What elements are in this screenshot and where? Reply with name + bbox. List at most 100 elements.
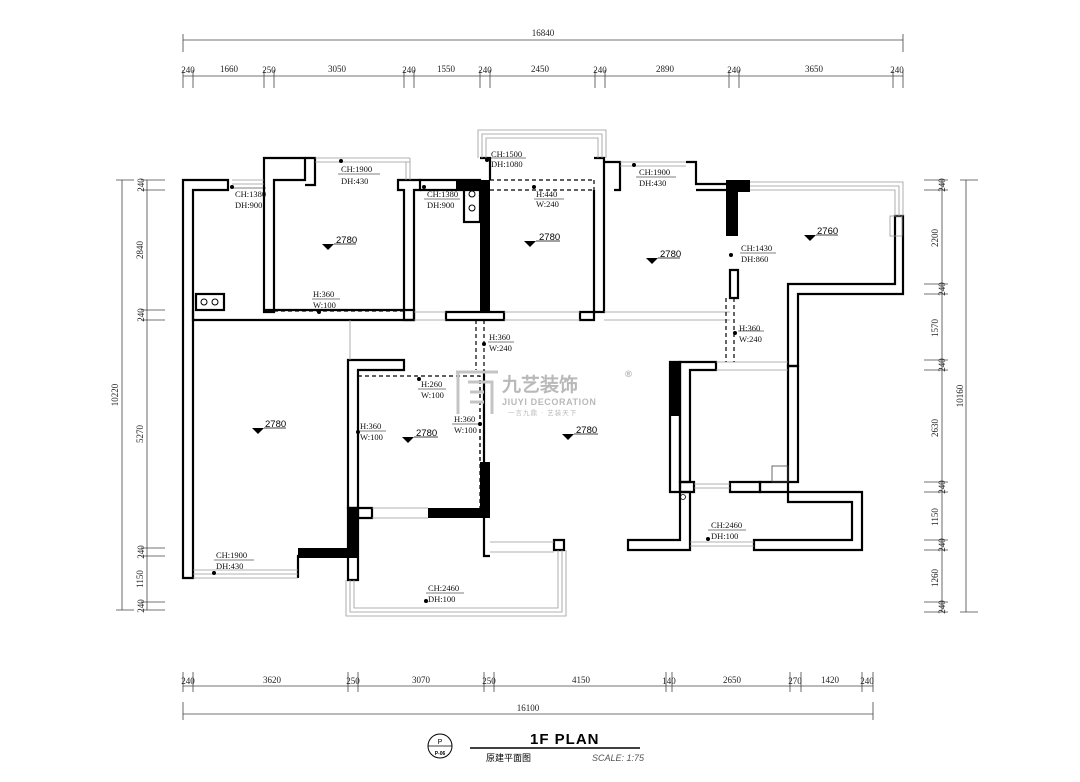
dim-bottom-seg: 140 bbox=[662, 676, 676, 686]
badge-bottom: P-06 bbox=[435, 751, 446, 757]
svg-text:2780: 2780 bbox=[416, 428, 437, 439]
room-height-marker: 2780 bbox=[646, 249, 681, 264]
room-heights: 2780 2780 2780 2760 2780 2780 bbox=[252, 226, 838, 443]
note-beam: H:360 W:240 bbox=[733, 323, 764, 344]
svg-text:DH:860: DH:860 bbox=[741, 254, 768, 264]
svg-text:DH:100: DH:100 bbox=[428, 594, 455, 604]
dim-right-seg: 1150 bbox=[930, 508, 940, 526]
svg-text:DH:100: DH:100 bbox=[711, 531, 738, 541]
room-height-marker: 2780 bbox=[524, 232, 560, 247]
dim-left-seg: 240 bbox=[136, 178, 146, 192]
note-beam: H:440 W:240 bbox=[532, 185, 564, 209]
note-window: CH:1380 DH:900 bbox=[422, 185, 460, 210]
svg-text:CH:1380: CH:1380 bbox=[235, 189, 266, 199]
svg-text:CH:1900: CH:1900 bbox=[216, 550, 247, 560]
svg-text:W:100: W:100 bbox=[360, 432, 383, 442]
dim-right-seg: 240 bbox=[937, 480, 947, 494]
note-window: CH:1380 DH:900 bbox=[230, 185, 266, 210]
logo-chinese-name: 九艺装饰 bbox=[501, 373, 578, 396]
svg-text:W:100: W:100 bbox=[454, 425, 477, 435]
dim-top-seg: 240 bbox=[890, 65, 904, 75]
room-height-marker: 2780 bbox=[402, 428, 438, 443]
dim-right-seg: 1260 bbox=[930, 569, 940, 588]
note-beam: H:360 W:100 bbox=[452, 414, 482, 435]
svg-text:W:240: W:240 bbox=[739, 334, 762, 344]
room-height-marker: 2780 bbox=[322, 235, 357, 250]
windows bbox=[193, 129, 904, 617]
dim-left-seg: 2840 bbox=[135, 241, 145, 260]
logo-registered-mark: ® bbox=[624, 370, 633, 380]
note-beam: H:360 W:100 bbox=[356, 421, 386, 442]
svg-text:CH:1380: CH:1380 bbox=[427, 189, 458, 199]
svg-text:H:360: H:360 bbox=[489, 332, 510, 342]
dim-top-seg: 1660 bbox=[220, 64, 239, 74]
dim-right-seg: 240 bbox=[937, 178, 947, 192]
svg-text:CH:2460: CH:2460 bbox=[711, 520, 742, 530]
dim-top-total: 16840 bbox=[532, 28, 555, 38]
dim-top-seg: 240 bbox=[727, 65, 741, 75]
note-window: CH:1430 DH:860 bbox=[729, 243, 776, 264]
svg-text:H:440: H:440 bbox=[536, 189, 557, 199]
svg-text:2760: 2760 bbox=[817, 226, 838, 237]
note-window: CH:1900 DH:430 bbox=[338, 159, 380, 186]
top-dimensions: 16840 240 1660 250 3050 240 1550 240 245… bbox=[181, 28, 904, 88]
svg-text:2780: 2780 bbox=[539, 232, 560, 243]
dim-bottom-seg: 3070 bbox=[412, 675, 431, 685]
badge-top: P bbox=[438, 739, 443, 746]
left-dimensions: 10220 240 2840 240 5270 240 1150 240 bbox=[110, 178, 165, 613]
drawing-title: 1F PLAN bbox=[530, 731, 600, 748]
dim-right-seg: 240 bbox=[937, 282, 947, 296]
dim-bottom-total: 16100 bbox=[517, 703, 540, 713]
dim-top-seg: 240 bbox=[478, 65, 492, 75]
dim-right-seg: 240 bbox=[937, 358, 947, 372]
right-dimensions: 240 2200 240 1570 240 2630 240 1150 240 … bbox=[924, 178, 978, 614]
note-window: CH:1500 DH:1080 bbox=[485, 149, 526, 169]
title-block: P P-06 1F PLAN 原建平面图 SCALE: 1:75 bbox=[427, 731, 645, 764]
dim-bottom-seg: 250 bbox=[346, 676, 360, 686]
dim-right-seg: 2630 bbox=[930, 419, 940, 438]
svg-text:2780: 2780 bbox=[576, 425, 597, 436]
dim-left-seg: 240 bbox=[136, 308, 146, 322]
svg-text:DH:430: DH:430 bbox=[341, 176, 368, 186]
drawing-subtitle: 原建平面图 bbox=[486, 752, 531, 764]
svg-text:DH:1080: DH:1080 bbox=[491, 159, 523, 169]
svg-text:DH:900: DH:900 bbox=[235, 200, 262, 210]
dim-top-seg: 250 bbox=[262, 65, 276, 75]
dim-left-seg: 240 bbox=[136, 545, 146, 559]
note-window: CH:1900 DH:430 bbox=[632, 163, 676, 188]
walls bbox=[181, 156, 905, 582]
note-window: CH:2460 DH:100 bbox=[706, 520, 746, 541]
logo-english-name: JIUYI DECORATION bbox=[502, 397, 596, 407]
svg-text:CH:1500: CH:1500 bbox=[491, 149, 522, 159]
dim-top-seg: 2890 bbox=[656, 64, 675, 74]
svg-text:CH:1430: CH:1430 bbox=[741, 243, 772, 253]
dim-right-seg: 2200 bbox=[930, 229, 940, 248]
svg-text:2780: 2780 bbox=[336, 235, 357, 246]
dim-bottom-seg: 240 bbox=[860, 676, 874, 686]
svg-text:DH:430: DH:430 bbox=[216, 561, 243, 571]
dim-left-seg: 1150 bbox=[135, 570, 145, 588]
dim-top-seg: 3650 bbox=[805, 64, 824, 74]
svg-text:2780: 2780 bbox=[265, 419, 286, 430]
dim-right-seg: 1570 bbox=[930, 319, 940, 338]
svg-text:DH:900: DH:900 bbox=[427, 200, 454, 210]
svg-text:CH:1900: CH:1900 bbox=[639, 167, 670, 177]
svg-text:2780: 2780 bbox=[660, 249, 681, 260]
structural-columns bbox=[298, 180, 750, 558]
note-beam: H:260 W:100 bbox=[417, 377, 446, 400]
dim-top-seg: 240 bbox=[402, 65, 416, 75]
svg-text:H:260: H:260 bbox=[421, 379, 442, 389]
dim-top-seg: 1550 bbox=[437, 64, 456, 74]
dim-bottom-seg: 2650 bbox=[723, 675, 742, 685]
svg-text:H:360: H:360 bbox=[360, 421, 381, 431]
dim-right-total: 10160 bbox=[955, 384, 965, 407]
room-height-marker: 2760 bbox=[804, 226, 838, 241]
svg-text:W:240: W:240 bbox=[536, 199, 559, 209]
dim-bottom-seg: 240 bbox=[181, 676, 195, 686]
svg-text:W:240: W:240 bbox=[489, 343, 512, 353]
svg-text:CH:2460: CH:2460 bbox=[428, 583, 459, 593]
svg-text:W:100: W:100 bbox=[421, 390, 444, 400]
dim-bottom-seg: 4150 bbox=[572, 675, 591, 685]
dim-top-seg: 240 bbox=[593, 65, 607, 75]
